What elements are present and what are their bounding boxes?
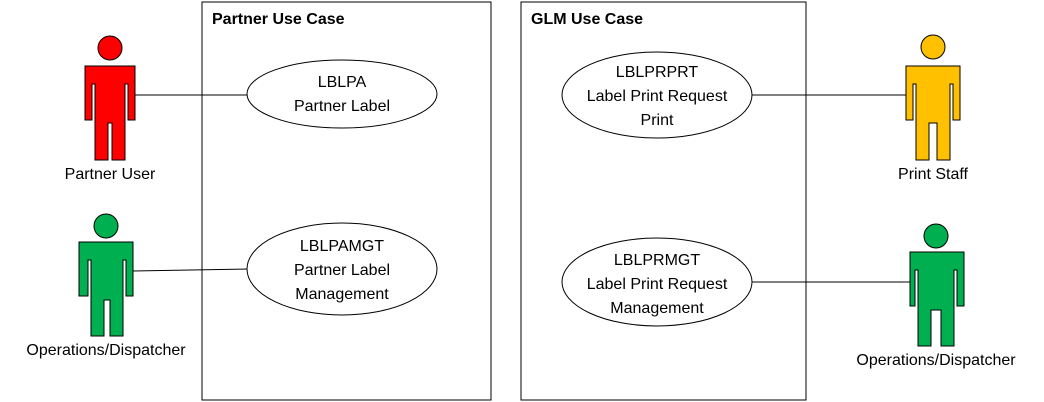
actor-print-staff-label: Print Staff (898, 166, 969, 183)
use-case-lblpa-line-1: LBLPA (318, 74, 367, 91)
actor-operations-dispatcher-left: Operations/Dispatcher (26, 213, 186, 359)
actor-operations-dispatcher-right: Operations/Dispatcher (856, 223, 1016, 369)
actor-operations-dispatcher-right-icon (909, 223, 965, 347)
association-operations-lblpamgt (132, 268, 250, 272)
use-case-lblpamgt-line-2: Partner Label (294, 262, 390, 279)
use-case-lblpamgt-line-3: Management (295, 286, 389, 303)
use-case-lblprmgt-line-2: Label Print Request (587, 276, 728, 293)
use-case-lblprprt-line-1: LBLPRPRT (616, 64, 699, 81)
glm-use-case-title: GLM Use Case (531, 11, 643, 28)
actor-operations-dispatcher-left-label: Operations/Dispatcher (26, 342, 186, 359)
use-case-lblpa-line-2: Partner Label (294, 98, 390, 115)
actor-operations-dispatcher-left-icon (78, 213, 134, 337)
use-case-lblpamgt-line-1: LBLPAMGT (300, 238, 384, 255)
use-case-lblpa: LBLPA Partner Label (246, 59, 438, 129)
use-case-lblprmgt: LBLPRMGT Label Print Request Management (561, 237, 753, 327)
actor-print-staff: Print Staff (898, 34, 969, 183)
actor-operations-dispatcher-right-label: Operations/Dispatcher (856, 352, 1016, 369)
use-case-lblprprt-line-2: Label Print Request (587, 88, 728, 105)
use-case-lblprprt: LBLPRPRT Label Print Request Print (561, 51, 753, 139)
actor-print-staff-icon (905, 34, 961, 161)
partner-use-case-title: Partner Use Case (212, 11, 345, 28)
use-case-lblprmgt-line-3: Management (610, 300, 704, 317)
actor-partner-user-icon (84, 35, 136, 161)
actor-partner-user-label: Partner User (65, 166, 156, 183)
use-case-lblprprt-line-3: Print (641, 112, 674, 129)
use-case-lblprmgt-line-1: LBLPRMGT (614, 252, 700, 269)
actor-partner-user: Partner User (65, 35, 156, 183)
use-case-lblpamgt: LBLPAMGT Partner Label Management (246, 222, 438, 316)
